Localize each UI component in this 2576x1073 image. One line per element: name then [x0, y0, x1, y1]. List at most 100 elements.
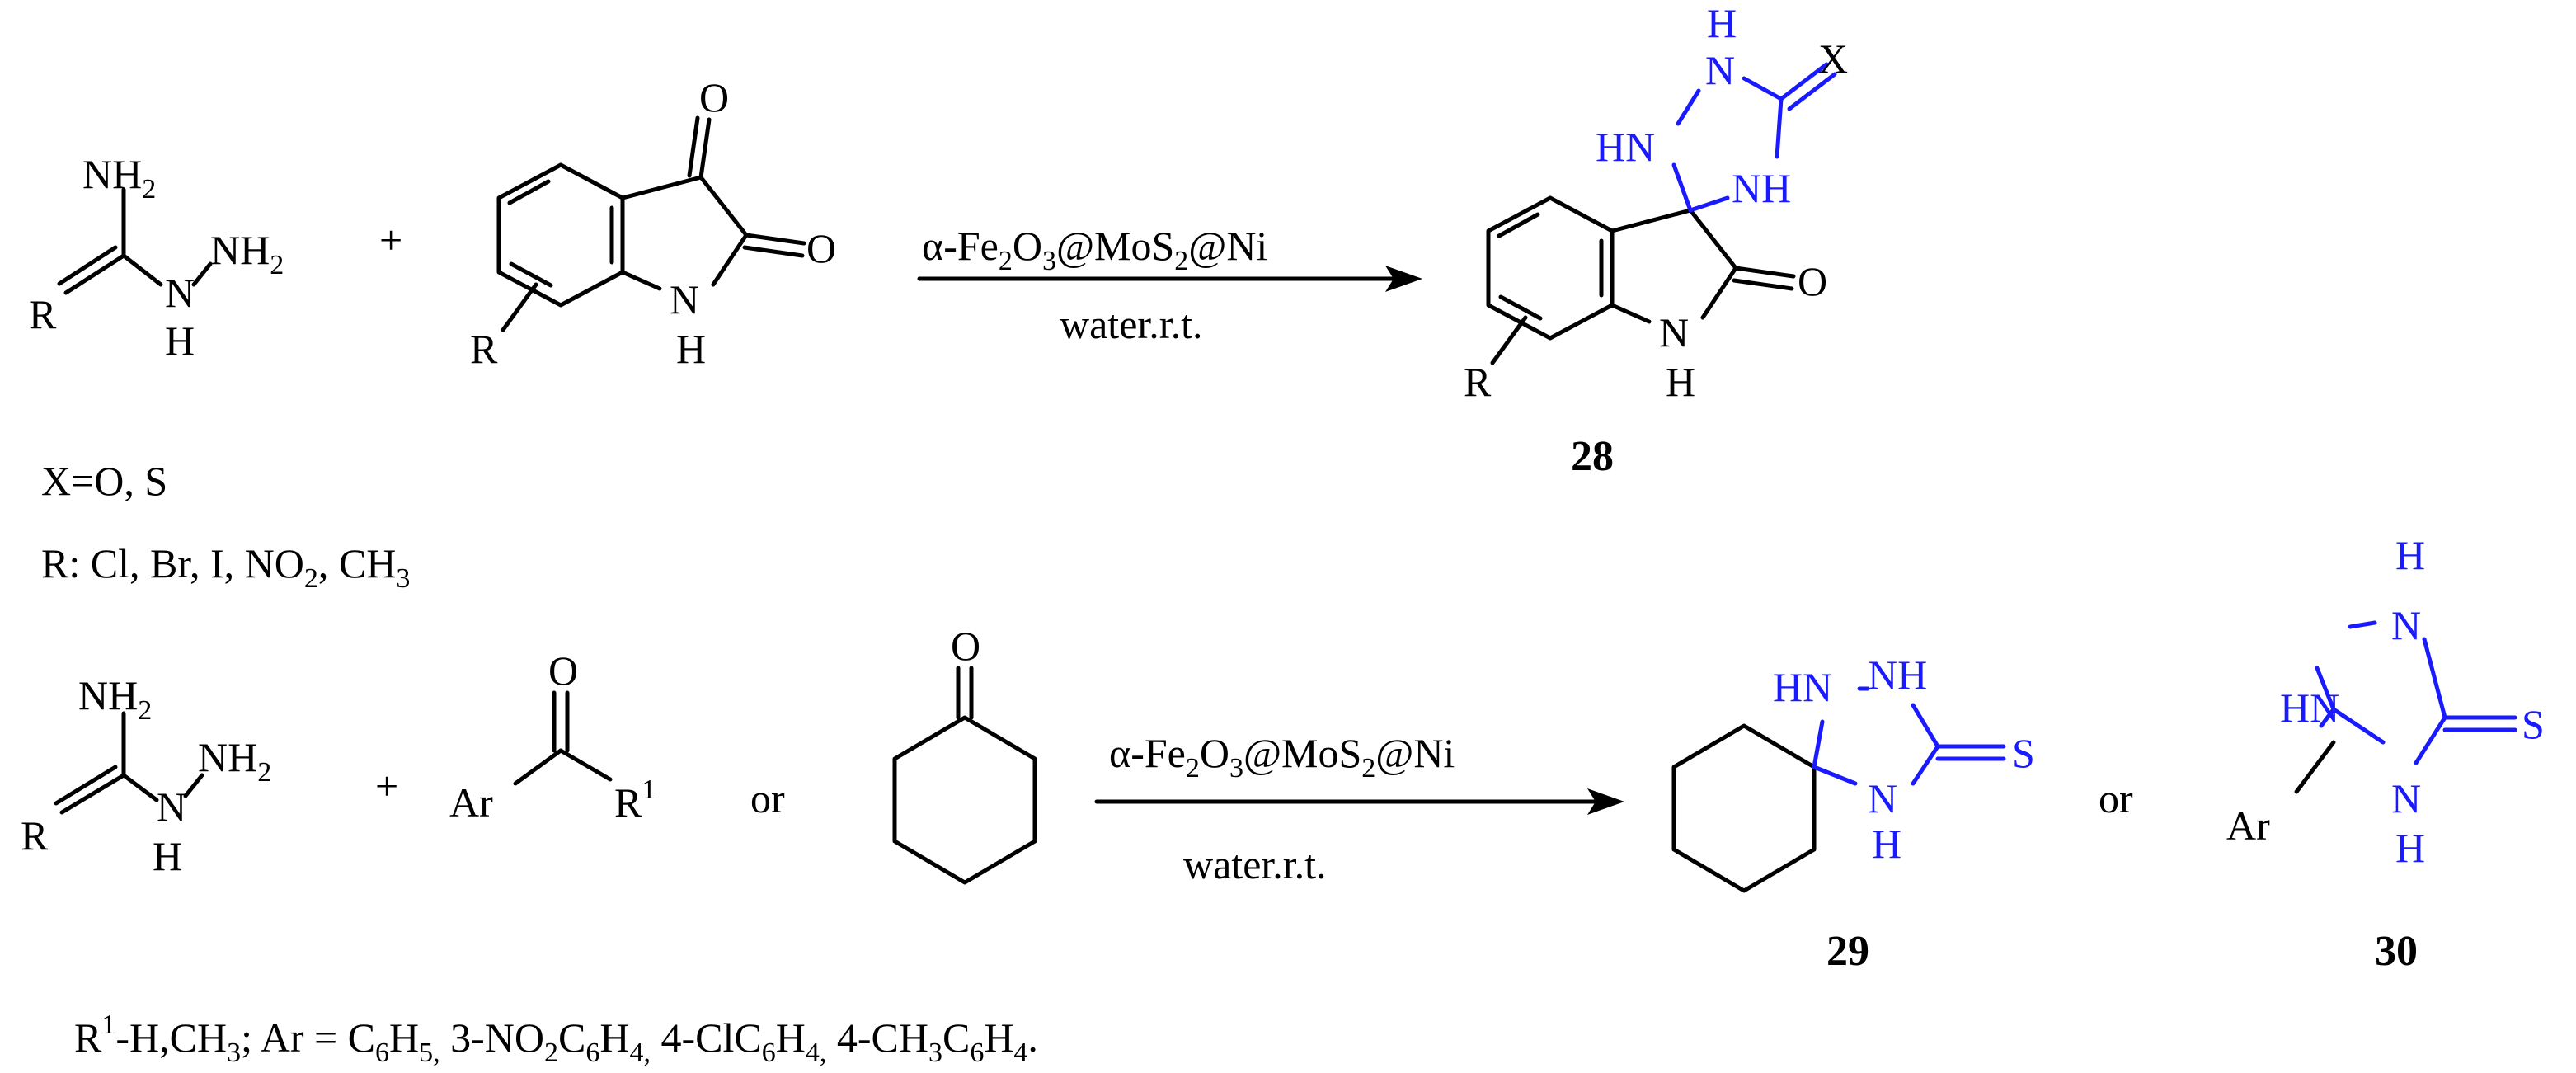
double-bond — [1787, 72, 1837, 111]
nitrogen-label: N — [1705, 47, 1735, 93]
nh2-label: NH2 — [210, 227, 284, 280]
benzene-ring — [1486, 195, 1615, 341]
bond — [1742, 76, 1784, 101]
bond — [1610, 303, 1652, 324]
compound-label-30: 30 — [2375, 928, 2418, 975]
bond — [1676, 88, 1701, 126]
r-group-label: R — [1464, 359, 1492, 405]
reaction-arrow-2: α-Fe2O3@MoS2@Ni water.r.t. — [1094, 730, 1624, 887]
bond — [1812, 765, 1858, 786]
r-bond — [1490, 315, 1528, 365]
compound-label-29: 29 — [1826, 928, 1869, 975]
plus-sign: + — [379, 217, 402, 263]
hydrogen-label: H — [2395, 532, 2425, 578]
nitrogen-label: N — [2391, 775, 2421, 821]
oxygen-label: O — [951, 623, 980, 669]
scheme1-isatin: O O N H R — [470, 74, 836, 372]
hydrogen-label: H — [2395, 825, 2425, 871]
bond — [620, 270, 662, 291]
scheme2-cyclohexanone: O — [892, 623, 1037, 885]
reaction-arrow-1: α-Fe2O3@MoS2@Ni water.r.t. — [917, 223, 1422, 347]
nitrogen-label: N — [165, 270, 195, 316]
nitrogen-label: N — [670, 276, 699, 322]
nh2-label: NH2 — [78, 672, 152, 726]
r-group-label: R — [21, 812, 49, 859]
bond — [2422, 637, 2447, 720]
catalyst-label: α-Fe2O3@MoS2@Ni — [922, 223, 1267, 276]
oxygen-label: O — [699, 74, 729, 120]
bond — [63, 253, 126, 295]
product-28: O N H R X H N HN NH 28 — [1464, 0, 1848, 480]
x-atom-label: X — [1818, 35, 1848, 82]
double-bond — [54, 765, 118, 806]
arrow-head — [1385, 266, 1422, 292]
bond — [1911, 744, 1940, 786]
bond — [711, 233, 749, 287]
bond — [1812, 719, 1825, 769]
bond — [59, 773, 126, 815]
bond — [183, 773, 204, 798]
bond — [1911, 703, 1940, 749]
hydrogen-label: H — [165, 318, 195, 364]
bond — [2414, 715, 2447, 765]
plus-sign: + — [375, 763, 398, 809]
compound-label-28: 28 — [1571, 433, 1614, 480]
aromatic-bond — [509, 261, 553, 288]
nh2-label: NH2 — [198, 734, 271, 788]
bond — [2315, 666, 2336, 712]
hydrogen-label: H — [676, 326, 706, 372]
scheme2-carbonyl-compound: O Ar R1 — [449, 647, 656, 826]
double-bond — [1779, 62, 1829, 101]
or-text: or — [750, 775, 785, 821]
double-bond — [57, 245, 118, 286]
hydrogen-label: H — [1666, 359, 1695, 405]
product-30: H N HN S Ar N H 30 — [2226, 532, 2545, 975]
carbonyl-bond — [1732, 278, 1794, 291]
carbonyl-bond — [744, 233, 806, 246]
product-29: HN NH S N H 29 — [1671, 652, 2035, 975]
bond — [121, 253, 163, 287]
cyclohexane-ring — [1671, 723, 1817, 893]
scheme-2: NH2 NH2 N H R + O Ar R1 or O α-Fe2O3@Mo — [21, 532, 2545, 1068]
nitrogen-label: N — [2391, 602, 2421, 648]
r-definition: R: Cl, Br, I, NO2, CH3 — [41, 540, 410, 594]
catalyst-label: α-Fe2O3@MoS2@Ni — [1109, 730, 1455, 784]
bond — [1688, 195, 1730, 213]
conditions-label: water.r.t. — [1183, 841, 1327, 887]
aryl-bond — [2294, 740, 2336, 794]
bond — [1671, 162, 1693, 213]
r-group-label: R — [29, 291, 57, 337]
bond — [2319, 707, 2336, 728]
oxygen-label: O — [1798, 258, 1827, 304]
carbonyl-bond — [698, 117, 712, 180]
cyclohexane-ring — [892, 715, 1037, 885]
scheme2-amidrazone: NH2 NH2 N H R — [21, 672, 271, 879]
bond — [1700, 266, 1738, 320]
bond — [121, 773, 159, 802]
conditions-label: water.r.t. — [1060, 301, 1203, 347]
hn-label: HN — [1596, 124, 1655, 170]
bond — [2331, 707, 2386, 745]
nitrogen-label: N — [1659, 309, 1689, 355]
nh-label: NH — [1868, 652, 1927, 698]
r1-label: R1 — [614, 774, 656, 826]
bond — [1775, 96, 1784, 159]
bond — [513, 748, 563, 786]
or-text: or — [2099, 775, 2133, 821]
carbonyl-bond — [687, 115, 700, 178]
bond — [191, 261, 213, 287]
oxygen-label: O — [548, 647, 578, 694]
bond — [620, 175, 703, 200]
arrow-head — [1587, 788, 1624, 815]
bond — [558, 748, 613, 782]
bond — [1610, 208, 1693, 233]
hn-label: HN — [1773, 664, 1832, 710]
carbonyl-bond — [742, 245, 805, 258]
bond — [1688, 208, 1738, 271]
aryl-label: Ar — [449, 779, 493, 826]
nitrogen-label: N — [1868, 775, 1897, 821]
aromatic-bond — [1498, 294, 1543, 321]
aromatic-bond — [507, 179, 551, 205]
bond — [2348, 620, 2377, 629]
